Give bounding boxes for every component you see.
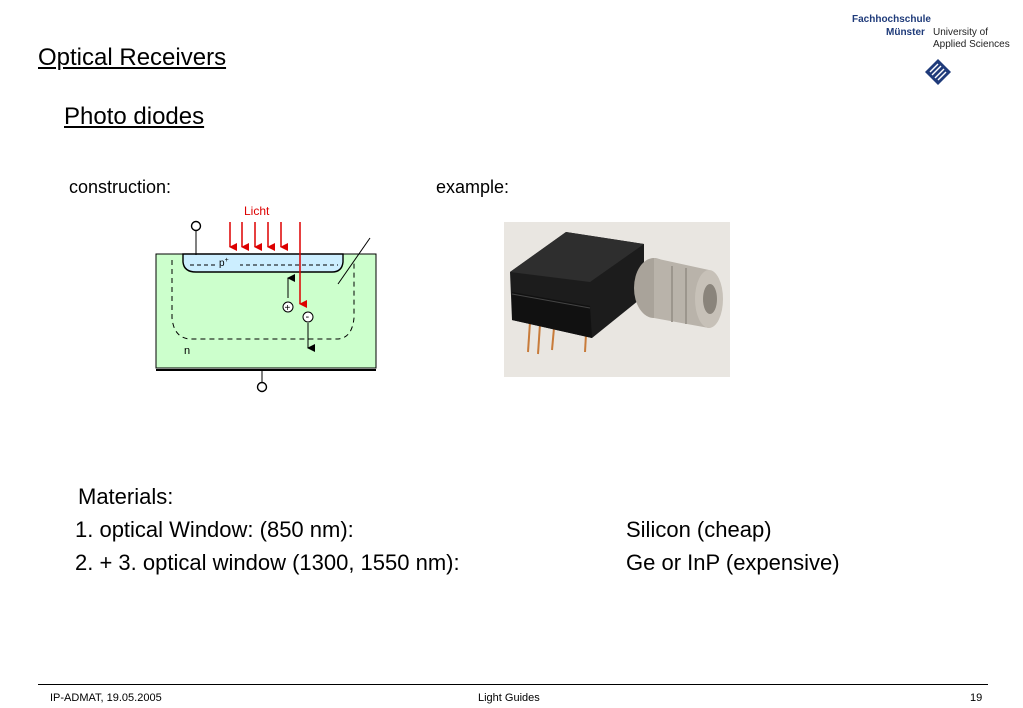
receiver-photo-image	[504, 222, 730, 377]
footer-divider	[38, 684, 988, 685]
page-title: Optical Receivers	[38, 44, 227, 71]
construction-label: construction:	[69, 177, 172, 197]
footer-center: Light Guides	[478, 692, 540, 704]
logo-univ-line2: Applied Sciences	[933, 39, 1010, 50]
top-terminal	[190, 220, 202, 232]
n-substrate	[155, 253, 377, 369]
logo-line-muenster: Münster	[886, 27, 925, 38]
p-plus-label: p+	[219, 257, 229, 269]
depletion-boundary	[171, 260, 355, 340]
svg-text:-: -	[306, 311, 310, 323]
university-logo-icon	[925, 59, 951, 85]
materials-row-1-value: Silicon (cheap)	[626, 517, 772, 542]
annotation-pointer	[337, 237, 371, 285]
photodiode-construction-diagram: p+ Licht + - n	[155, 204, 377, 393]
page-number: 19	[970, 692, 983, 704]
materials-heading: Materials:	[78, 484, 174, 509]
materials-row-2-value: Ge or InP (expensive)	[626, 550, 840, 575]
logo-university-text: University of Applied Sciences	[933, 27, 1010, 51]
p-plus-region	[182, 253, 344, 273]
logo-univ-line1: University of	[933, 27, 989, 38]
n-label: n	[184, 345, 190, 357]
materials-row-1-label: 1. optical Window: (850 nm):	[75, 517, 354, 542]
section-subtitle: Photo diodes	[64, 103, 205, 130]
bottom-terminal	[256, 381, 268, 393]
footer-left: IP-ADMAT, 19.05.2005	[50, 692, 162, 704]
materials-row-2-label: 2. + 3. optical window (1300, 1550 nm):	[75, 550, 460, 575]
electron-symbol	[302, 311, 314, 323]
svg-text:+: +	[285, 303, 291, 314]
logo-line-fachhochschule: Fachhochschule	[852, 14, 931, 25]
hole-symbol	[282, 301, 294, 313]
light-label: Licht	[244, 204, 270, 218]
example-label: example:	[436, 177, 510, 197]
